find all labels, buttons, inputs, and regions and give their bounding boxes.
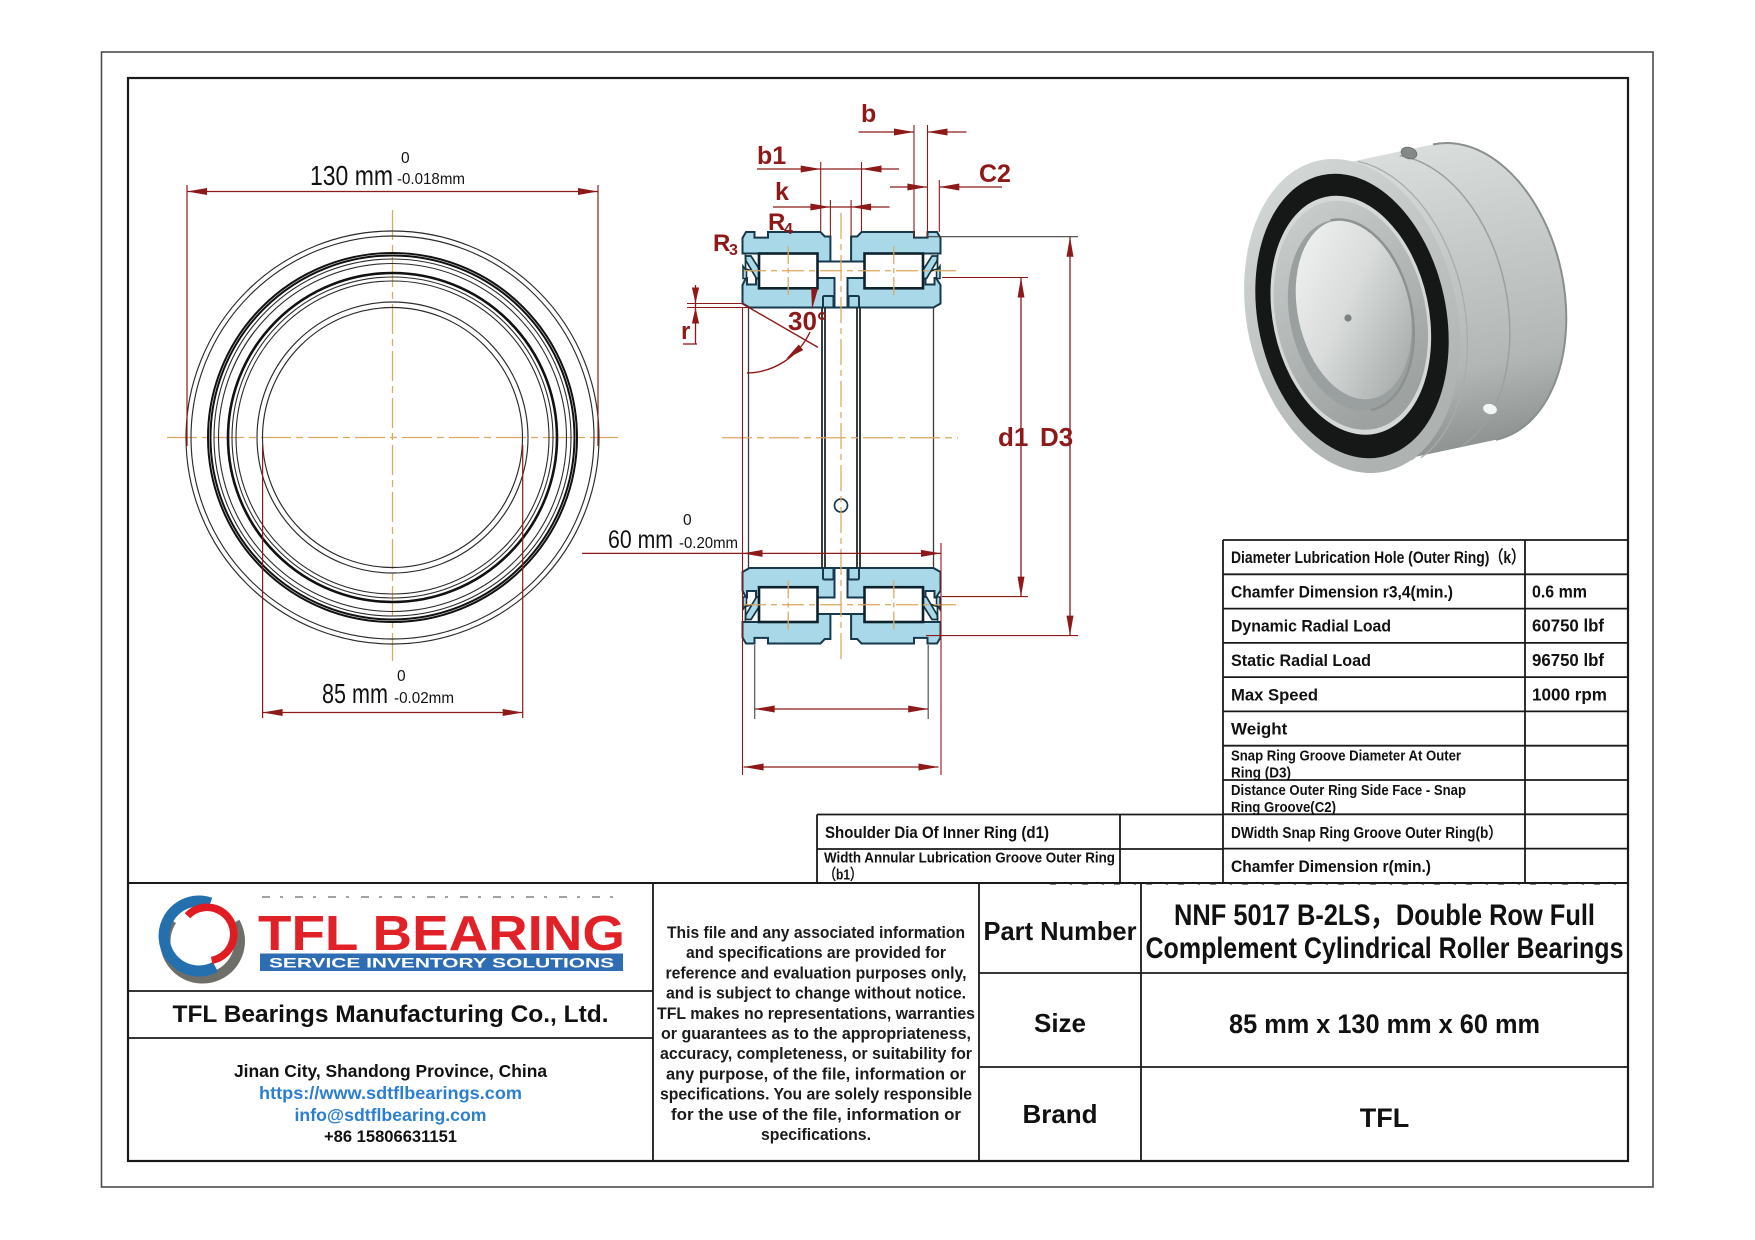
svg-text:d1: d1 [998, 422, 1028, 452]
svg-text:-0.20mm: -0.20mm [679, 535, 738, 552]
svg-text:k: k [775, 178, 789, 206]
svg-text:specifications. You are solel: specifications. You are solely responsib… [660, 1085, 972, 1104]
svg-text:TFL makes no representations,: TFL makes no representations, warranties [657, 1004, 975, 1023]
svg-text:Chamfer Dimension r(min.): Chamfer Dimension r(min.) [1231, 857, 1431, 876]
svg-text:Chamfer Dimension r3,4(min.): Chamfer Dimension r3,4(min.) [1231, 582, 1453, 601]
svg-text:D3: D3 [1040, 422, 1073, 452]
svg-text:info@sdtflbearing.com: info@sdtflbearing.com [295, 1105, 487, 1125]
svg-text:specifications.: specifications. [761, 1125, 871, 1144]
svg-text:TFL Bearings Manufacturing Co.: TFL Bearings Manufacturing Co., Ltd. [173, 1001, 609, 1028]
svg-text:https://www.sdtflbearings.com: https://www.sdtflbearings.com [259, 1083, 522, 1103]
svg-text:Width Annular Lubrication Groo: Width Annular Lubrication Groove Outer R… [824, 850, 1115, 867]
svg-text:+86 15806631151: +86 15806631151 [324, 1127, 457, 1146]
svg-text:SERVICE INVENTORY SOLUTIONS: SERVICE INVENTORY SOLUTIONS [269, 955, 614, 971]
svg-text:Shoulder Dia Of Inner Ring (d1: Shoulder Dia Of Inner Ring (d1) [825, 823, 1049, 842]
svg-text:96750 lbf: 96750 lbf [1532, 650, 1604, 670]
svg-text:and specifications are provide: and specifications are provided for [686, 943, 946, 962]
svg-text:NNF 5017 B-2LS，Double Row Full: NNF 5017 B-2LS，Double Row Full [1174, 899, 1595, 932]
svg-text:85 mm x 130 mm x 60 mm: 85 mm x 130 mm x 60 mm [1229, 1009, 1540, 1039]
svg-text:Size: Size [1034, 1008, 1086, 1038]
svg-text:reference and evaluation purpo: reference and evaluation purposes only, [666, 963, 967, 982]
svg-text:Part Number: Part Number [984, 916, 1137, 946]
svg-text:R: R [713, 230, 730, 257]
svg-text:130 mm: 130 mm [310, 160, 393, 191]
svg-text:any purpose, of the file, info: any purpose, of the file, information or [666, 1064, 966, 1083]
svg-text:（b1）: （b1） [824, 866, 862, 884]
svg-text:Diameter Lubrication Hole (Out: Diameter Lubrication Hole (Outer Ring)（k… [1231, 547, 1525, 567]
svg-text:b1: b1 [757, 142, 786, 170]
svg-text:0: 0 [683, 512, 692, 529]
svg-text:0: 0 [401, 150, 410, 167]
svg-text:Ring Groove(C2): Ring Groove(C2) [1231, 800, 1336, 816]
svg-text:Brand: Brand [1022, 1099, 1097, 1129]
svg-text:1000 rpm: 1000 rpm [1532, 684, 1607, 704]
svg-text:accuracy, completeness, or sui: accuracy, completeness, or suitability f… [660, 1044, 972, 1063]
svg-text:r: r [681, 318, 690, 345]
svg-text:Snap Ring Groove Diameter At O: Snap Ring Groove Diameter At Outer [1231, 749, 1461, 765]
svg-text:Weight: Weight [1231, 720, 1288, 739]
svg-text:for the use of the file, infor: for the use of the file, information or [671, 1105, 961, 1124]
svg-text:3: 3 [729, 242, 738, 259]
svg-text:DWidth Snap Ring Groove Outer: DWidth Snap Ring Groove Outer Ring(b） [1231, 824, 1502, 842]
svg-text:Jinan City, Shandong Province,: Jinan City, Shandong Province, China [234, 1061, 547, 1081]
svg-text:TFL: TFL [1360, 1103, 1409, 1133]
svg-text:R: R [768, 209, 785, 236]
svg-text:-0.018mm: -0.018mm [397, 171, 465, 188]
svg-text:60750 lbf: 60750 lbf [1532, 616, 1604, 636]
svg-text:0.6 mm: 0.6 mm [1532, 581, 1587, 601]
svg-text:or guarantees as to the approp: or guarantees as to the appropriateness, [661, 1024, 971, 1043]
svg-text:4: 4 [784, 221, 793, 238]
svg-text:Complement Cylindrical Roller: Complement Cylindrical Roller Bearings [1146, 932, 1624, 965]
svg-text:and is subject to change witho: and is subject to change without notice. [666, 984, 966, 1003]
svg-text:TFL BEARING: TFL BEARING [258, 907, 625, 961]
svg-text:Ring (D3): Ring (D3) [1231, 766, 1291, 782]
svg-text:Dynamic Radial Load: Dynamic Radial Load [1231, 617, 1391, 636]
svg-text:85 mm: 85 mm [322, 678, 388, 709]
svg-text:b: b [861, 100, 876, 128]
svg-text:30°: 30° [788, 306, 827, 336]
svg-text:Distance Outer Ring Side Face: Distance Outer Ring Side Face - Snap [1231, 783, 1466, 799]
svg-text:-0.02mm: -0.02mm [394, 690, 454, 707]
svg-text:This file and any associated i: This file and any associated information [667, 923, 965, 942]
svg-text:0: 0 [397, 668, 406, 685]
svg-text:60 mm: 60 mm [608, 526, 673, 554]
svg-text:C2: C2 [979, 160, 1011, 188]
svg-text:Max Speed: Max Speed [1231, 685, 1318, 704]
svg-text:Static Radial Load: Static Radial Load [1231, 651, 1371, 670]
